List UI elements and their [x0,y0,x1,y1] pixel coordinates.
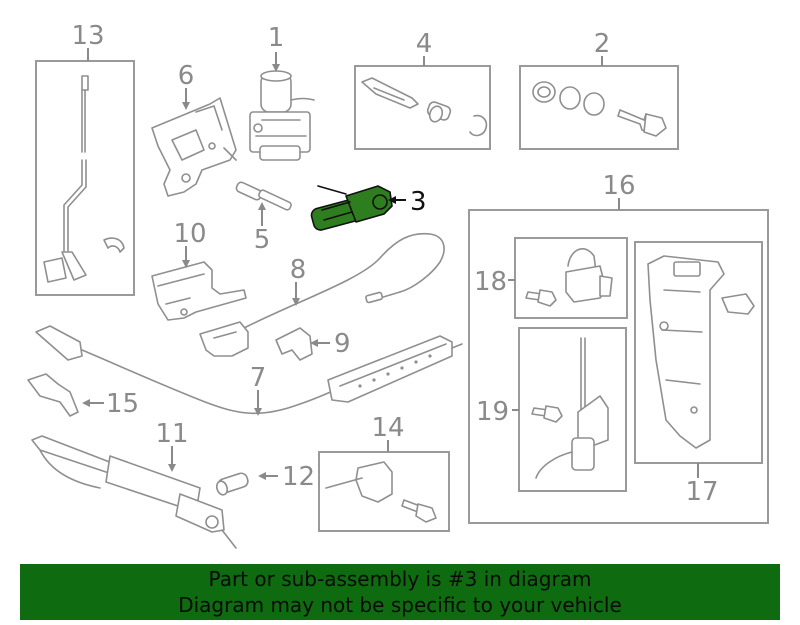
leader-lines [82,48,699,480]
part-13-lever-assembly [43,75,125,283]
callout-16: 16 [602,171,635,201]
group-box-13 [35,60,135,296]
callout-5: 5 [254,225,271,255]
part-6-bracket [151,97,237,197]
group-box-2 [519,65,679,150]
part-18-sensor-bolt [525,248,613,307]
part-7-cable-and-rail [35,325,463,415]
parts-diagram: 13 1 4 2 6 3 16 5 10 8 18 9 7 15 19 14 1… [27,21,769,549]
callout-12: 12 [282,462,315,492]
callout-10: 10 [173,219,206,249]
part-11-strut [31,435,237,549]
callout-15: 15 [106,389,139,419]
callout-13: 13 [71,21,104,51]
banner-line-2: Diagram may not be specific to your vehi… [178,593,622,617]
part-2-washers-bolt [532,81,667,137]
callout-8: 8 [290,255,307,285]
callout-7: 7 [250,363,267,393]
part-17-mount-bracket [647,255,755,449]
part-10-bracket [151,261,247,321]
callout-11: 11 [155,419,188,449]
callout-19: 19 [476,397,509,427]
callout-17: 17 [685,477,718,507]
group-box-4 [354,65,491,150]
part-1-pump-motor [249,70,315,161]
part-19-actuator [531,337,609,479]
callout-14: 14 [371,413,404,443]
callout-4: 4 [416,29,433,59]
group-box-14 [318,451,450,532]
part-14-bracket-bolt [325,461,437,523]
callout-3: 3 [410,187,427,217]
part-9-clip [275,327,313,361]
callout-9: 9 [334,329,351,359]
callout-6: 6 [178,61,195,91]
callout-2: 2 [594,29,611,59]
group-box-18 [514,237,628,319]
part-5-pin [235,181,292,211]
callout-18: 18 [474,267,507,297]
part-3-actuator-motor [310,185,393,231]
callout-1: 1 [268,23,285,53]
banner-line-1: Part or sub-assembly is #3 in diagram [208,567,592,591]
part-12-pin [215,472,249,496]
part-15-bracket [27,373,79,417]
part-8-cable [199,232,445,357]
info-banner: Part or sub-assembly is #3 in diagram Di… [20,564,780,620]
group-box-16 [468,209,769,524]
part-4-handle-kit [361,77,488,137]
